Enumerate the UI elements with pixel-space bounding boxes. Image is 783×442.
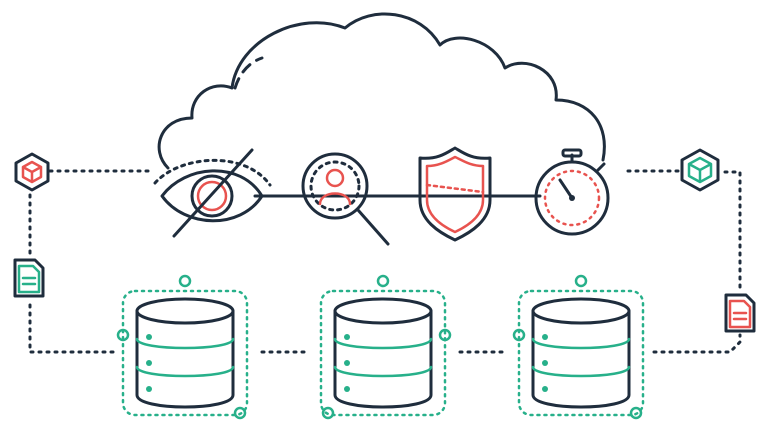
stopwatch-icon (534, 148, 610, 236)
database-icon (319, 274, 452, 420)
user-search-icon (301, 152, 390, 246)
shield-icon (418, 146, 492, 242)
database-icon (512, 274, 645, 420)
left-connector-bottom (28, 303, 115, 354)
cube-icon (680, 148, 720, 192)
right-connector-bottom (652, 333, 742, 354)
document-icon (13, 258, 45, 298)
cube-icon (14, 152, 50, 192)
cloud-icon (157, 12, 606, 170)
document-icon (724, 293, 756, 333)
right-connector-vertical (723, 170, 742, 292)
database-icon (116, 274, 249, 420)
crossed-eye-icon (153, 148, 272, 238)
